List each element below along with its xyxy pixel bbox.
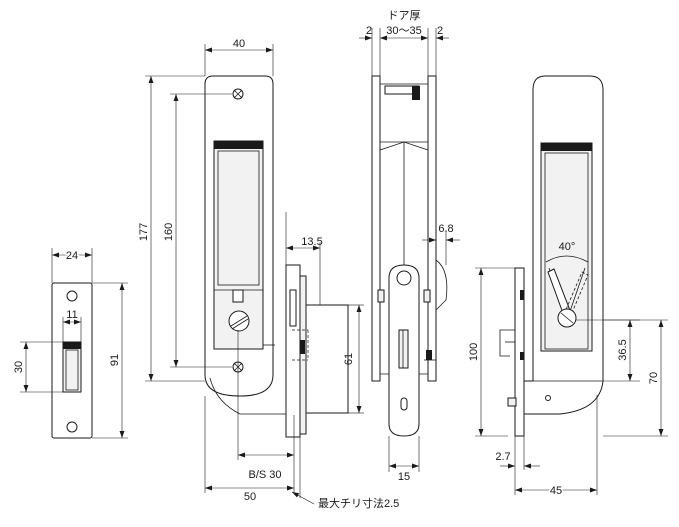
- dim-frame-depth-label: 45: [550, 485, 562, 497]
- dim-frame-offset-label: 2.7: [495, 451, 510, 463]
- dim-max-chiri: 最大チリ寸法2.5: [291, 434, 399, 510]
- dim-frame-total: 70: [603, 319, 668, 437]
- dim-backset: B/S 30: [237, 330, 295, 481]
- dim-strike-slot-width: 11: [62, 309, 82, 342]
- dim-strike-height-label: 91: [109, 354, 121, 366]
- dim-body-width-label: 40: [233, 38, 245, 50]
- dim-frame-height-label: 100: [468, 343, 480, 361]
- dim-strike-slot-height: 30: [13, 341, 63, 393]
- dim-edge-offset-label: 13.5: [301, 236, 322, 248]
- dim-door-thickness: ドア厚 2 30〜35 2: [359, 9, 449, 76]
- dim-handle-offset-label: 6.8: [438, 223, 453, 235]
- dim-handle-offset: 6.8: [422, 223, 460, 265]
- dim-lever-width-label: 15: [398, 471, 410, 483]
- dim-body-width: 40: [204, 38, 274, 76]
- dim-strike-width: 24: [51, 248, 93, 283]
- dim-total-depth: 50: [204, 396, 295, 503]
- strike-plate-view: [51, 282, 93, 439]
- dim-door-thickness-range-label: 30〜35: [386, 25, 421, 37]
- inside-view: [499, 75, 604, 437]
- dim-door-clear-right-label: 2: [437, 25, 443, 37]
- dim-frame-offset: 2.7: [495, 436, 540, 470]
- dim-backset-label: B/S 30: [248, 469, 281, 481]
- dim-lever-angle: 40°: [559, 241, 576, 253]
- dim-strike-slot-width-label: 11: [66, 309, 77, 321]
- dim-hole-pitch-label: 160: [163, 223, 175, 241]
- dim-frame-height: 100: [468, 267, 515, 437]
- dim-case-height-label: 61: [343, 353, 355, 365]
- dim-door-thickness-title: ドア厚: [388, 9, 421, 22]
- dim-lever-width: 15: [388, 436, 420, 483]
- dim-strike-slot-height-label: 30: [13, 361, 25, 373]
- dim-strike-width-label: 24: [66, 250, 78, 262]
- dim-latch-height-label: 36.5: [617, 339, 629, 360]
- front-view: [204, 75, 298, 415]
- dim-plate-height: 177: [138, 75, 205, 382]
- dim-edge-offset: 13.5: [285, 212, 323, 305]
- dim-frame-total-label: 70: [648, 372, 660, 384]
- dim-latch-height: 36.5: [576, 319, 640, 382]
- dim-plate-height-label: 177: [138, 223, 150, 241]
- dim-strike-height: 91: [92, 282, 128, 439]
- lever-handle: [388, 264, 420, 437]
- side-view-case: [285, 264, 349, 438]
- dim-hole-pitch: 160: [163, 93, 232, 368]
- dim-frame-depth: 45: [514, 395, 598, 499]
- dim-lever-angle-label: 40°: [559, 241, 576, 253]
- dim-total-depth-label: 50: [244, 491, 256, 503]
- dim-case-height: 61: [343, 304, 364, 414]
- dim-max-chiri-label: 最大チリ寸法2.5: [318, 496, 399, 510]
- dim-door-clear-left-label: 2: [366, 25, 372, 37]
